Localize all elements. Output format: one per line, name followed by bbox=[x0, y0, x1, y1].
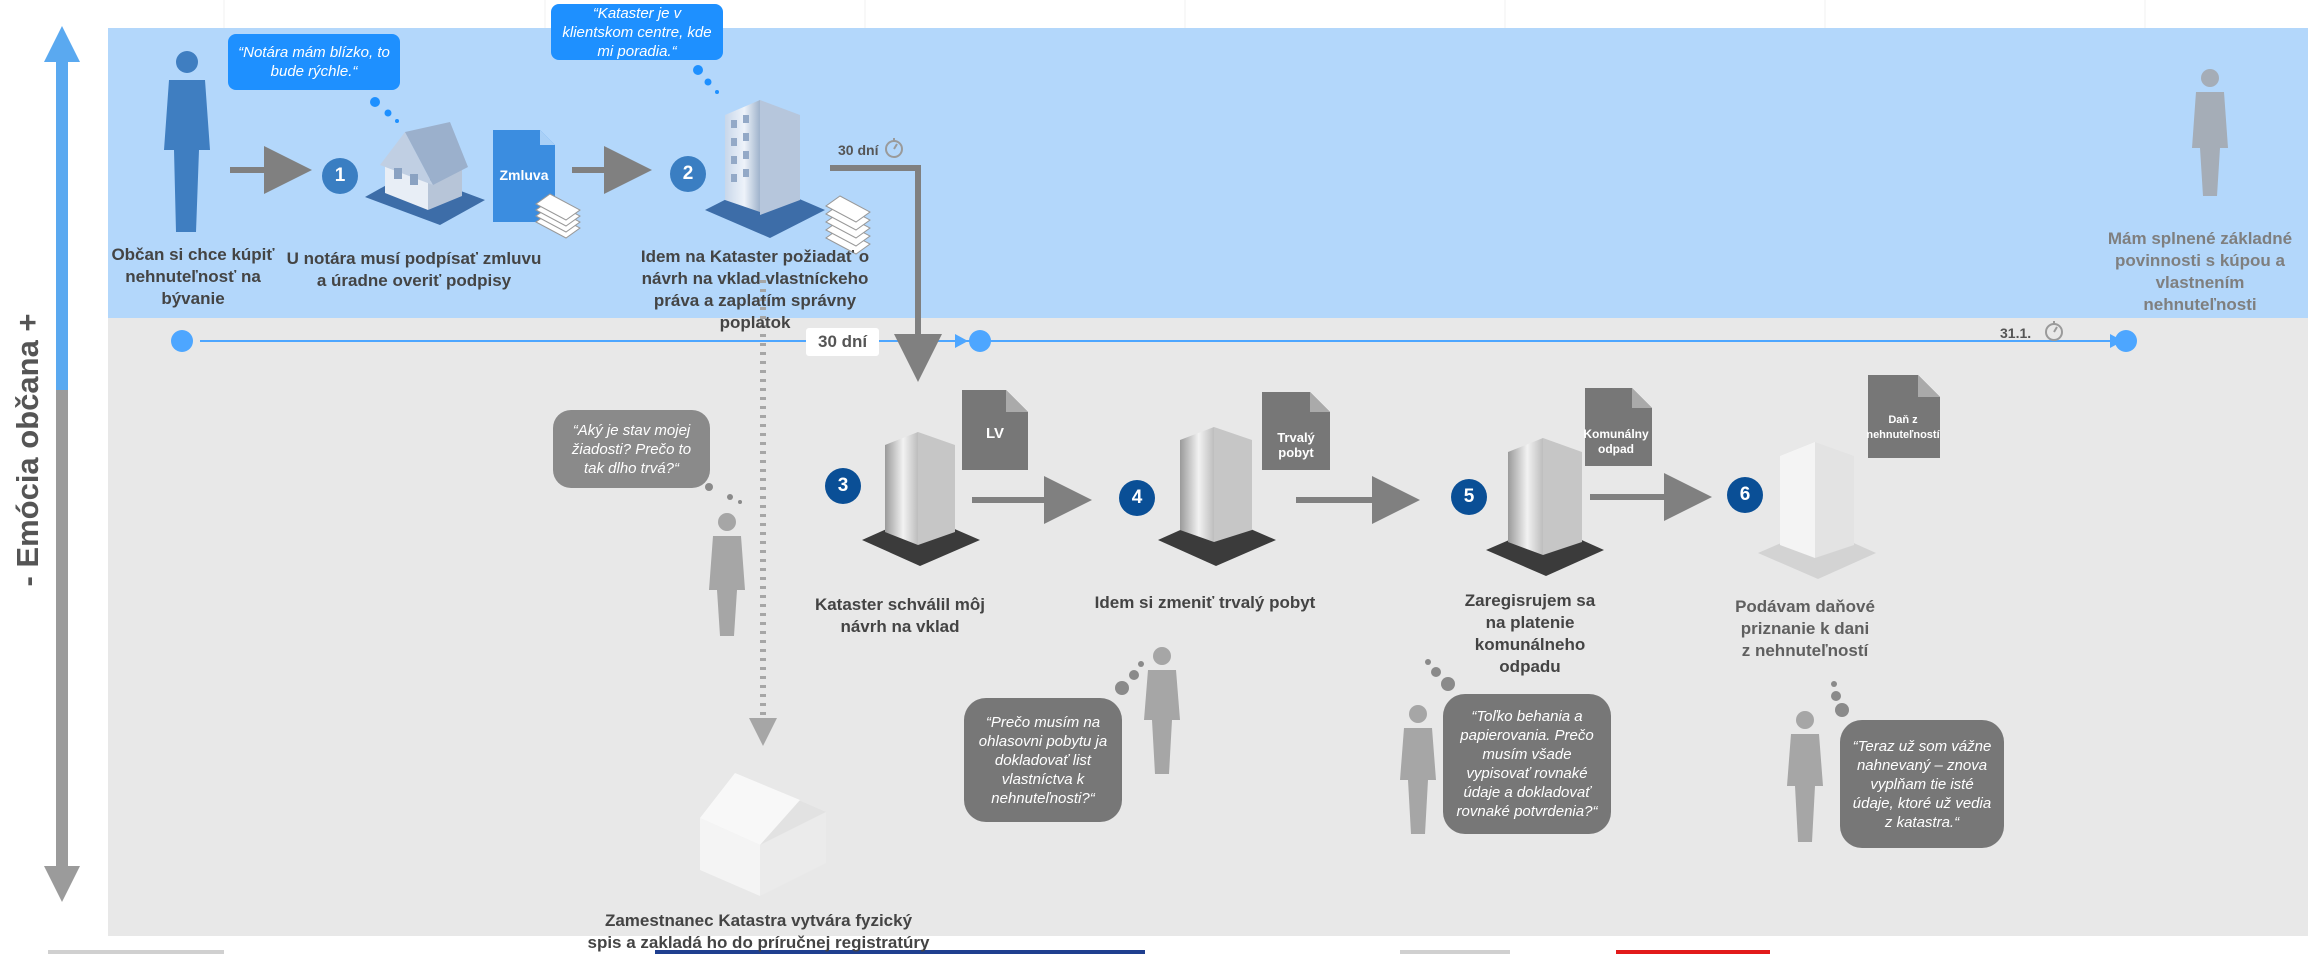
bottom-bar-blue bbox=[655, 950, 1145, 954]
timeline bbox=[171, 330, 2137, 352]
contract-document-icon bbox=[493, 130, 555, 222]
step-2-label: Idem na Kataster požiadať o návrh na vkl… bbox=[640, 247, 870, 332]
waste-document-icon bbox=[1585, 388, 1652, 466]
residence-document-icon bbox=[1262, 392, 1330, 470]
step-number-2: 2 bbox=[670, 156, 706, 192]
waste-doc-label: Komunálny odpad bbox=[1583, 427, 1649, 456]
step-number-4: 4 bbox=[1119, 480, 1155, 516]
contract-doc-label: Zmluva bbox=[499, 166, 549, 183]
bubble-waste: “Toľko behania a papierovania. Prečo mus… bbox=[1443, 694, 1611, 834]
bubble-cadastre: “Kataster je v klientskom centre, kde mi… bbox=[551, 4, 723, 60]
step-4-label: Idem si zmeniť trvalý pobyt bbox=[1094, 593, 1316, 612]
stopwatch-icon bbox=[885, 138, 903, 158]
office-building-5-icon bbox=[1486, 438, 1604, 576]
step-number-6: 6 bbox=[1727, 477, 1763, 513]
registry-label: Zamestnanec Katastra vytvára fyzický spi… bbox=[587, 911, 930, 952]
timeline-wait-chip: 30 dní bbox=[806, 328, 880, 356]
step-number-1: 1 bbox=[322, 158, 358, 194]
deadline-stopwatch-icon bbox=[2045, 321, 2063, 341]
arrow-2-to-3 bbox=[830, 165, 942, 382]
axis-title-text: - Emócia občana + bbox=[10, 313, 45, 587]
start-label: Občan si chce kúpiť nehnuteľnosť na býva… bbox=[111, 245, 275, 308]
timeline-start-dot bbox=[171, 330, 193, 352]
tax-doc-label: Daň z nehnuteľností bbox=[1866, 414, 1940, 441]
step-number-5: 5 bbox=[1451, 479, 1487, 515]
house-icon bbox=[365, 122, 485, 225]
bubble-tax: “Teraz už som vážne nahnevaný – znova vy… bbox=[1840, 720, 2004, 848]
bottom-bar-red bbox=[1616, 950, 1770, 954]
top-wait-label: 30 dní bbox=[838, 142, 879, 158]
step-6-label: Podávam daňové priznanie k dani z nehnut… bbox=[1735, 597, 1875, 660]
office-building-4-icon bbox=[1158, 427, 1276, 566]
person-waiting-icon bbox=[709, 513, 745, 636]
office-building-2-icon bbox=[705, 100, 825, 238]
registry-box-icon bbox=[700, 773, 826, 896]
person-waste-icon bbox=[1400, 705, 1436, 834]
timeline-end-dot bbox=[2115, 330, 2137, 352]
deadline-label: 31.1. bbox=[2000, 325, 2032, 341]
emotion-axis-title: - Emócia občana + bbox=[4, 290, 52, 610]
bubble-notary: “Notára mám blízko, to bude rýchle.“ bbox=[228, 34, 400, 90]
bubble-residence: “Prečo musím na ohlasovni pobytu ja dokl… bbox=[964, 698, 1122, 822]
end-label: Mám splnené základné povinnosti s kúpou … bbox=[2107, 229, 2293, 314]
timeline-mid-dot bbox=[969, 330, 991, 352]
person-tax-icon bbox=[1787, 711, 1823, 842]
emotion-axis bbox=[44, 26, 80, 902]
person-start-icon bbox=[164, 51, 210, 232]
step-5-label: Zaregisrujem sa na platenie komunálneho … bbox=[1464, 591, 1596, 676]
bubble-status: “Aký je stav mojej žiadosti? Prečo to ta… bbox=[553, 410, 710, 488]
paper-stack-2-icon bbox=[825, 195, 871, 255]
vertical-gridlines bbox=[223, 0, 2146, 28]
flow-arrows bbox=[230, 146, 1712, 524]
residence-doc-label: Trvalý pobyt bbox=[1277, 430, 1315, 460]
step-3-label: Kataster schválil môj návrh na vklad bbox=[814, 595, 986, 636]
bottom-bar-gray-1 bbox=[48, 950, 224, 954]
step-1-label: U notára musí podpísať zmluvu a úradne o… bbox=[286, 249, 542, 290]
registry-dotted-arrow bbox=[749, 280, 777, 746]
office-building-3-icon bbox=[862, 432, 980, 566]
office-building-6-icon bbox=[1758, 442, 1876, 579]
tax-document-icon bbox=[1868, 375, 1940, 458]
person-residence-icon bbox=[1144, 647, 1180, 774]
lv-doc-label: LV bbox=[985, 424, 1005, 442]
top-band bbox=[108, 28, 2308, 318]
thought-dots bbox=[370, 65, 1849, 717]
bottom-bar-gray-2 bbox=[1400, 950, 1510, 954]
person-end-icon bbox=[2192, 69, 2228, 196]
paper-stack-icon bbox=[535, 193, 581, 239]
lv-document-icon bbox=[962, 390, 1028, 470]
step-number-3: 3 bbox=[825, 468, 861, 504]
